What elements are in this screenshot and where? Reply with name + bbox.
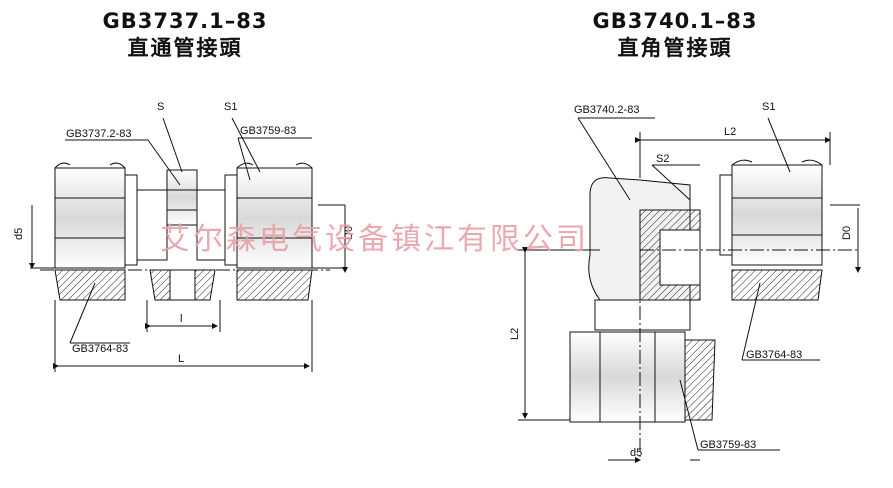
left-nut (54, 162, 138, 269)
right-title-code: GB3740.1–83 (592, 9, 758, 33)
right-label-std-body: GB3740.2-83 (574, 104, 639, 116)
watermark: 艾尔森电气设备镇江有限公司 (160, 222, 589, 257)
left-title-code: GB3737.1–83 (102, 9, 268, 33)
left-label-d0: D0 (343, 226, 355, 240)
left-label-std-ring: GB3764-83 (72, 343, 128, 355)
right-title: GB3740.1–83 直角管接頭 (560, 8, 790, 62)
elbow-body (588, 177, 701, 301)
right-label-std-nut: GB3759-83 (700, 439, 756, 451)
right-label-d0: D0 (841, 226, 853, 240)
left-label-l-total: L (178, 353, 184, 365)
left-label-s: S (157, 101, 164, 113)
right-title-name: 直角管接頭 (617, 36, 733, 60)
right-drawing (518, 117, 861, 463)
left-title: GB3737.1–83 直通管接頭 (70, 8, 300, 62)
right-label-d5: d5 (630, 447, 642, 459)
right-label-l2-side: L2 (509, 328, 521, 340)
center-body (136, 169, 226, 301)
left-label-d5: d5 (13, 228, 25, 240)
elbow-right-nut (719, 159, 823, 301)
right-nut (224, 162, 313, 301)
left-title-name: 直通管接頭 (127, 36, 243, 60)
left-label-l-small: l (180, 313, 182, 325)
right-label-l2-top: L2 (724, 126, 736, 138)
left-drawing (29, 117, 348, 372)
elbow-bottom-nut (569, 299, 716, 423)
left-label-std-body: GB3737.2-83 (66, 128, 131, 140)
left-label-std-nut: GB3759-83 (240, 125, 296, 137)
right-label-s2: S2 (656, 153, 669, 165)
right-label-std-ring: GB3764-83 (746, 349, 802, 361)
left-label-s1: S1 (224, 101, 237, 113)
right-label-s1: S1 (762, 101, 775, 113)
